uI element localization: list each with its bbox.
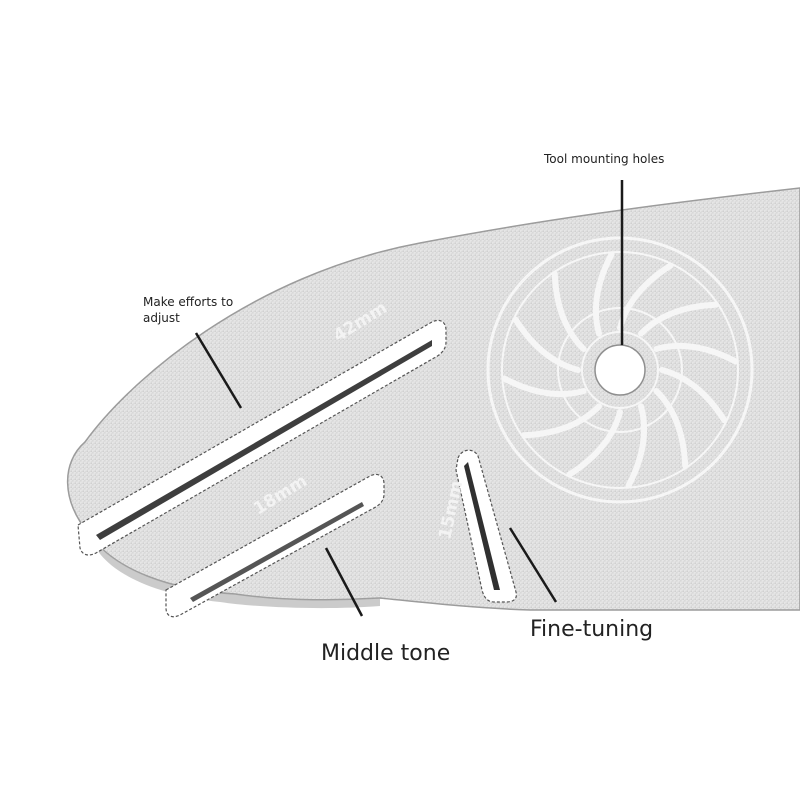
label-make-efforts-line1: Make efforts to xyxy=(143,295,233,309)
tool-edge-shade xyxy=(90,535,380,609)
rotor-spoke xyxy=(638,301,719,337)
rotor-spoke xyxy=(653,342,739,365)
label-tool-mounting-holes: Tool mounting holes xyxy=(543,152,664,166)
label-middle-tone: Middle tone xyxy=(321,641,450,666)
rotor-spoke xyxy=(512,316,581,373)
rotor-spoke xyxy=(592,251,615,337)
callout-line-fine-tuning xyxy=(508,527,558,603)
rotor-spoke xyxy=(551,271,587,352)
label-fine-tuning: Fine-tuning xyxy=(530,617,653,642)
rotor-spoke xyxy=(521,403,602,439)
rotor-spoke xyxy=(566,409,623,478)
slot-18mm xyxy=(165,473,385,618)
tool-body xyxy=(66,187,800,611)
rotor-spoke xyxy=(653,388,689,469)
label-make-efforts-line2: adjust xyxy=(143,311,180,325)
slot-42mm xyxy=(77,319,447,556)
slot-15mm xyxy=(455,449,517,603)
rotor-spoke xyxy=(659,367,728,424)
callout-line-middle-tone xyxy=(324,547,364,617)
rotor-spoke xyxy=(501,375,587,398)
tool-mounting-hole xyxy=(594,344,646,396)
callout-line-make-efforts xyxy=(194,332,243,409)
rotor-spoke xyxy=(625,403,648,489)
